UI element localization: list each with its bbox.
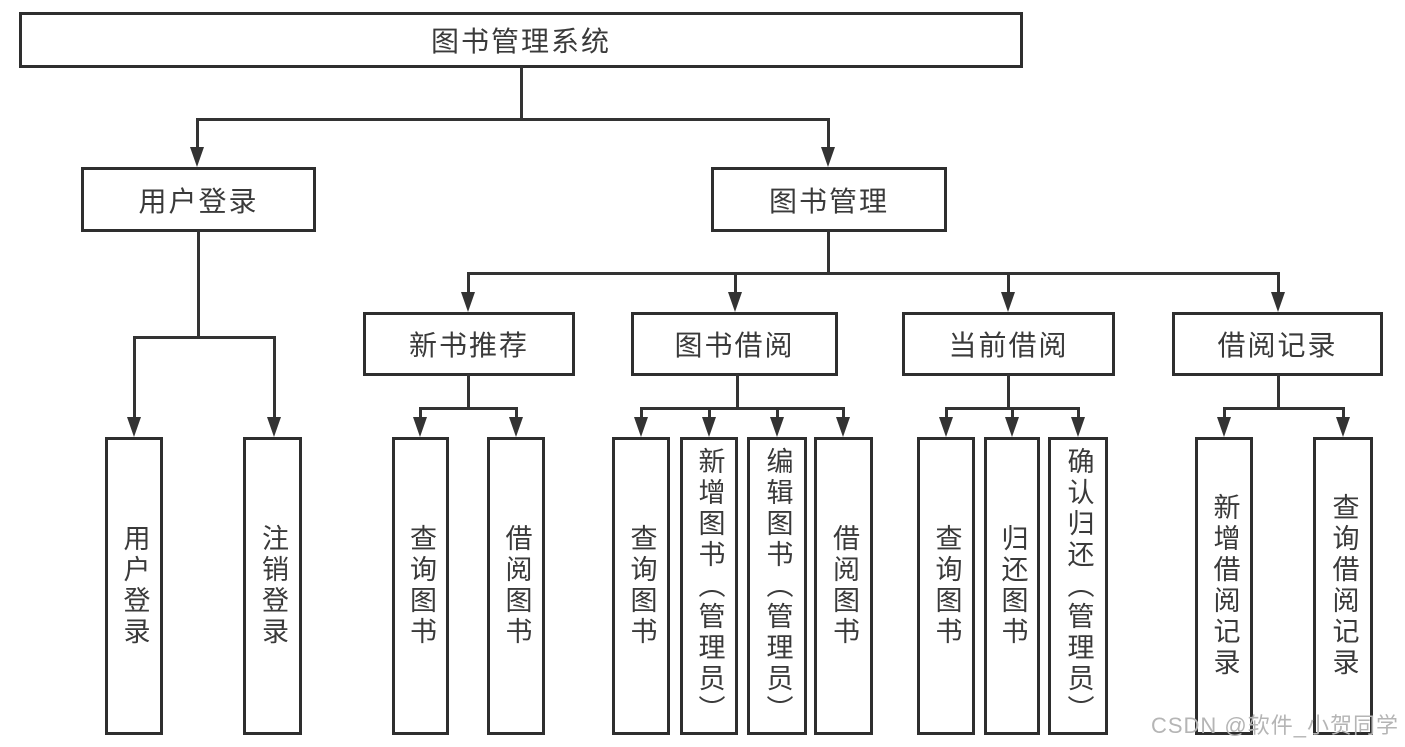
node-book-management: 图书管理 [711,167,947,232]
node-current-borrowing: 当前借阅 [902,312,1115,376]
node-label: 当前借阅 [948,330,1069,361]
arrow-down-icon [702,417,716,437]
connector-line [639,407,643,423]
arrow-down-icon [1217,417,1231,437]
leaf-borrow-books-recommend: 借阅图书 [487,437,545,735]
node-label: 新增图书（管理员） [694,446,725,726]
arrow-down-icon [509,417,523,437]
connector-line [195,118,199,151]
leaf-query-books-borrowing: 查询图书 [612,437,670,735]
leaf-edit-book-admin: 编辑图书（管理员） [747,437,807,735]
connector-line [944,407,948,423]
connector-line [826,118,830,151]
node-label: 编辑图书（管理员） [762,446,793,726]
node-label: 查询图书 [931,524,962,648]
connector-line [707,407,711,423]
arrow-down-icon [634,417,648,437]
connector-line [1276,272,1280,298]
node-label: 图书管理 [768,185,889,217]
csdn-watermark: CSDN @软件_小贺同学 [1150,713,1399,738]
arrow-down-icon [1001,292,1015,312]
leaf-user-login: 用户登录 [105,437,163,735]
connector-line [1006,374,1010,409]
node-label: 归还图书 [997,524,1028,648]
connector-line [1276,374,1280,409]
node-label: 新增借阅记录 [1209,493,1240,679]
node-label: 借阅图书 [501,524,532,648]
node-new-book-recommendation: 新书推荐 [363,312,575,376]
arrow-down-icon [1336,417,1350,437]
leaf-borrow-books: 借阅图书 [814,437,873,735]
node-label: 借阅图书 [829,524,859,648]
node-label: 确认归还（管理员） [1063,446,1094,726]
connector-line [132,336,276,339]
connector-line [466,272,1280,275]
leaf-return-books: 归还图书 [984,437,1040,735]
leaf-add-book-admin: 新增图书（管理员） [680,437,738,735]
leaf-confirm-return-admin: 确认归还（管理员） [1048,437,1108,735]
arrow-down-icon [461,292,475,312]
leaf-query-borrow-record: 查询借阅记录 [1313,437,1373,735]
arrow-down-icon [413,417,427,437]
node-user-login: 用户登录 [81,167,316,232]
arrow-down-icon [770,417,784,437]
node-label: 新书推荐 [408,330,529,361]
connector-line [733,272,737,298]
connector-line [841,407,845,423]
connector-line [514,407,518,423]
connector-line [826,230,830,274]
node-book-borrowing: 图书借阅 [631,312,838,376]
connector-line [519,66,523,120]
connector-line [1341,407,1345,423]
connector-line [132,336,136,423]
arrow-down-icon [1071,417,1085,437]
arrow-down-icon [267,417,281,437]
connector-line [195,118,830,121]
connector-line [639,407,845,410]
arrow-down-icon [1271,292,1285,312]
node-borrowing-records: 借阅记录 [1172,312,1383,376]
arrow-down-icon [1005,417,1019,437]
connector-line [775,407,779,423]
connector-line [466,374,470,409]
connector-line [466,272,470,298]
node-label: 图书管理系统 [430,26,611,57]
node-library-management-system: 图书管理系统 [19,12,1023,68]
connector-line [418,407,422,423]
arrow-down-icon [127,417,141,437]
arrow-down-icon [939,417,953,437]
arrow-down-icon [836,417,850,437]
connector-line [735,374,739,409]
node-label: 借阅记录 [1217,330,1338,361]
connector-line [272,336,276,423]
node-label: 查询借阅记录 [1328,493,1359,679]
node-label: 注销登录 [258,524,288,648]
node-label: 用户登录 [119,524,150,648]
connector-line [418,407,518,410]
connector-line [1006,272,1010,298]
node-label: 查询图书 [406,524,436,648]
arrow-down-icon [728,292,742,312]
node-label: 图书借阅 [674,330,795,361]
connector-line [1222,407,1345,410]
connector-line [1222,407,1226,423]
connector-line [196,230,200,338]
connector-line [1076,407,1080,423]
node-label: 用户登录 [138,185,259,217]
leaf-logout: 注销登录 [243,437,302,735]
leaf-query-books-recommend: 查询图书 [392,437,449,735]
leaf-query-books-current: 查询图书 [917,437,975,735]
arrow-down-icon [821,147,835,167]
node-label: 查询图书 [626,524,657,648]
connector-line [1010,407,1014,423]
leaf-add-borrow-record: 新增借阅记录 [1195,437,1253,735]
arrow-down-icon [190,147,204,167]
